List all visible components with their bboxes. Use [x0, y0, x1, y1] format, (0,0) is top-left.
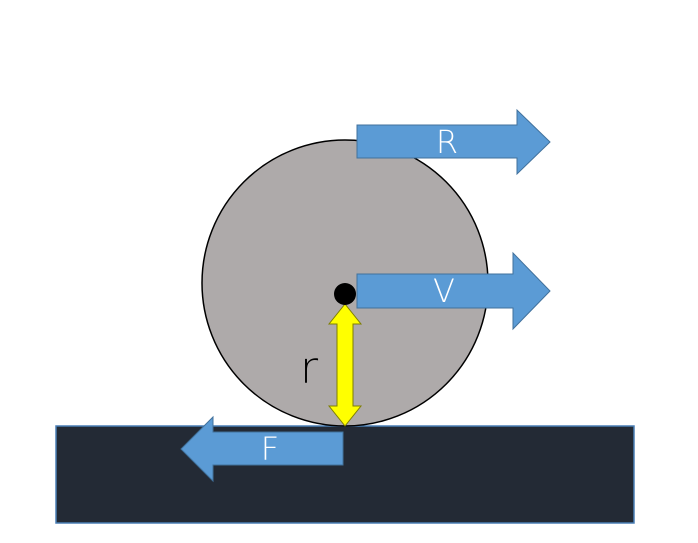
- radius-double-arrow: [327, 303, 363, 427]
- radius-label: r: [300, 343, 319, 394]
- r-arrow-label: R: [436, 123, 458, 161]
- f-arrow-shape: [180, 415, 344, 483]
- v-arrow: V: [356, 251, 551, 331]
- r-arrow-shape: [356, 108, 551, 176]
- r-arrow: R: [356, 108, 551, 176]
- f-arrow: F: [180, 415, 344, 483]
- v-arrow-shape: [356, 251, 551, 331]
- ground: [55, 425, 635, 524]
- f-arrow-label: F: [261, 430, 279, 468]
- v-arrow-label: V: [433, 272, 455, 310]
- axle-dot: [334, 283, 356, 305]
